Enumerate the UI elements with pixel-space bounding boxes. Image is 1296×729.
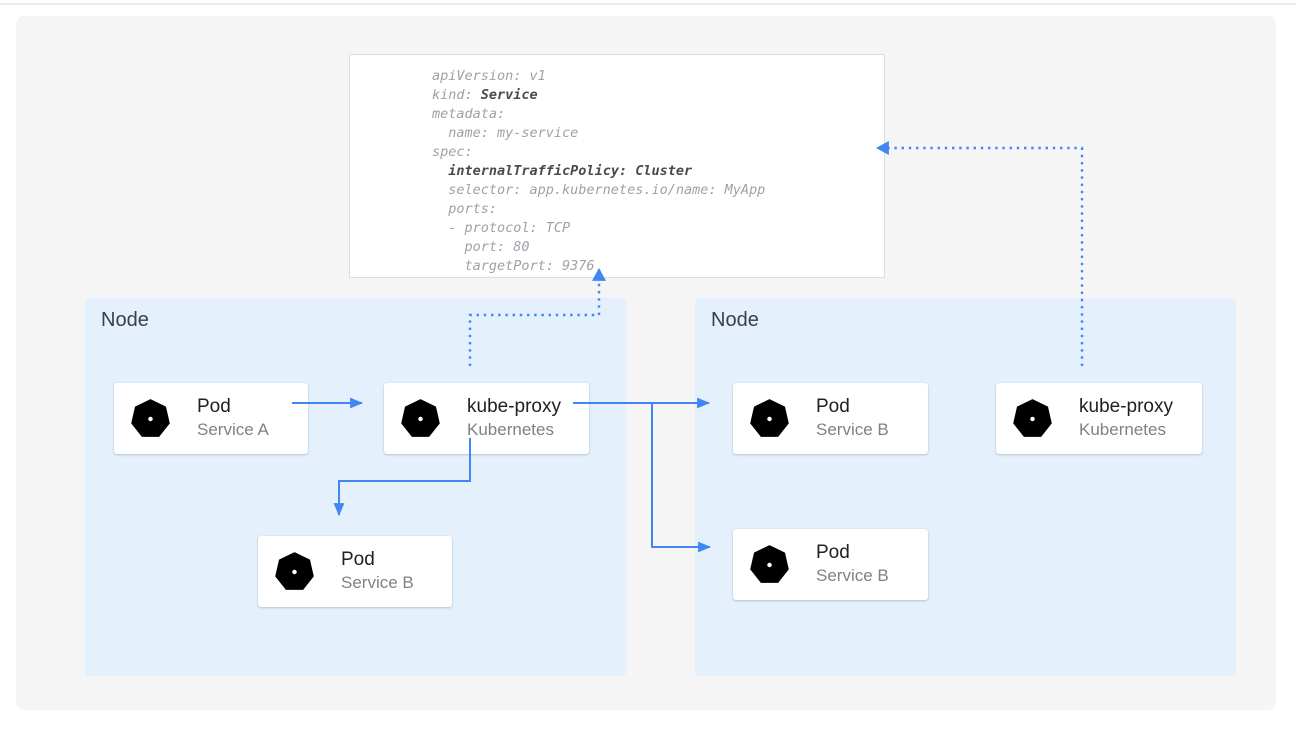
yaml-line: apiVersion: v1 <box>432 68 546 84</box>
kube-proxy-card-left: kube-proxy Kubernetes <box>384 383 589 454</box>
yaml-line: metadata: <box>432 106 506 122</box>
yaml-line: kind: Service <box>432 87 538 103</box>
card-subtitle: Kubernetes <box>1079 420 1166 439</box>
card-subtitle: Kubernetes <box>467 420 554 439</box>
yaml-line: internalTrafficPolicy: Cluster <box>448 163 693 179</box>
node-label-right: Node <box>711 309 759 331</box>
kubernetes-icon <box>747 542 792 587</box>
kubernetes-icon <box>128 396 173 441</box>
yaml-line: port: 80 <box>432 239 530 255</box>
top-divider <box>0 3 1296 5</box>
yaml-line: name: my-service <box>432 125 579 141</box>
card-title: kube-proxy <box>1079 396 1173 417</box>
card-title: kube-proxy <box>467 396 561 417</box>
kube-proxy-card-right: kube-proxy Kubernetes <box>996 383 1202 454</box>
pod-card-service-b-left: Pod Service B <box>258 536 452 607</box>
kubernetes-icon <box>398 396 443 441</box>
node-box-right: Node <box>695 298 1236 676</box>
card-subtitle: Service B <box>816 566 889 585</box>
yaml-line: targetPort: 9376 <box>432 258 595 274</box>
kubernetes-icon <box>1010 396 1055 441</box>
yaml-line: ports: <box>432 201 498 217</box>
card-subtitle: Service B <box>341 573 414 592</box>
service-yaml-card: apiVersion: v1 kind: Service metadata: n… <box>349 54 885 278</box>
pod-card-service-b-right-top: Pod Service B <box>733 383 928 454</box>
kubernetes-icon <box>272 549 317 594</box>
pod-card-service-a: Pod Service A <box>114 383 308 454</box>
card-title: Pod <box>816 542 850 563</box>
card-title: Pod <box>341 549 375 570</box>
kubernetes-icon <box>747 396 792 441</box>
yaml-line: selector: app.kubernetes.io/name: MyApp <box>432 182 766 198</box>
card-subtitle: Service A <box>197 420 269 439</box>
pod-card-service-b-right-bottom: Pod Service B <box>733 529 928 600</box>
yaml-line: spec: <box>432 144 473 160</box>
node-label-left: Node <box>101 309 149 331</box>
diagram-background-panel: apiVersion: v1 kind: Service metadata: n… <box>16 16 1276 710</box>
card-title: Pod <box>197 396 231 417</box>
node-box-left: Node <box>85 298 626 676</box>
card-subtitle: Service B <box>816 420 889 439</box>
card-title: Pod <box>816 396 850 417</box>
yaml-line: - protocol: TCP <box>432 220 571 236</box>
